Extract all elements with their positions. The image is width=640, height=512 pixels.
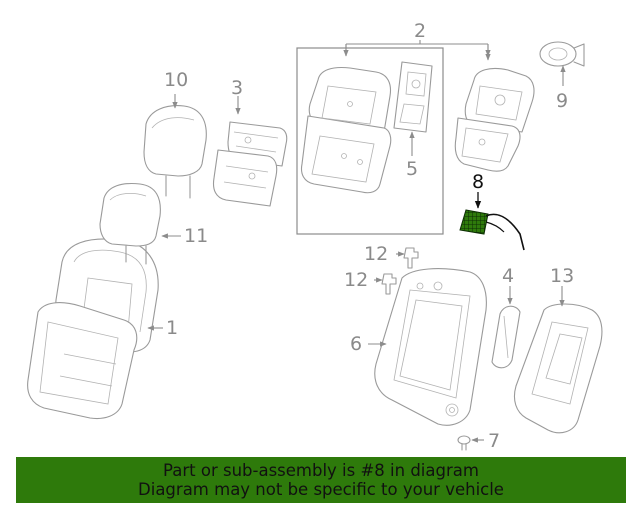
callout-13: 13 [550, 265, 574, 287]
callout-5: 5 [406, 158, 418, 180]
part-info-banner: Part or sub-assembly is #8 in diagram Di… [16, 457, 626, 503]
callout-12-upper: 12 [364, 243, 388, 265]
seat-assembly-part [27, 238, 159, 420]
banner-line-disclaimer: Diagram may not be specific to your vehi… [138, 480, 504, 499]
parts-diagram: 2 10 3 9 5 8 11 12 12 4 13 1 6 7 [27, 20, 603, 452]
callout-2: 2 [414, 20, 426, 42]
callout-9: 9 [556, 90, 568, 112]
callout-12-lower: 12 [344, 269, 368, 291]
seat-back-shell-part [513, 303, 603, 434]
callout-1: 1 [166, 317, 178, 339]
callout-11: 11 [184, 225, 208, 247]
seat-frame-part [374, 268, 487, 426]
assembly-group-frame [296, 47, 444, 235]
seat-heater-pad-part [393, 61, 433, 133]
push-pin-part [457, 435, 471, 451]
side-bolster-part [491, 305, 521, 369]
callout-7: 7 [488, 430, 500, 452]
retainer-clip-part [539, 41, 585, 67]
callout-6: 6 [350, 333, 362, 355]
callout-8: 8 [472, 171, 484, 193]
callout-4: 4 [502, 265, 514, 287]
clip-lower-part [381, 273, 397, 295]
callout-10: 10 [164, 69, 188, 91]
banner-line-part: Part or sub-assembly is #8 in diagram [163, 461, 479, 480]
clip-upper-part [403, 247, 419, 269]
seat-pad-part [212, 121, 288, 207]
headrest-lower-part [99, 182, 161, 265]
leader-lines [147, 40, 566, 443]
seat-cover-part [300, 66, 392, 194]
seat-heater-element-part [459, 209, 525, 251]
callout-3: 3 [231, 77, 243, 99]
seat-back-panel-part [454, 67, 535, 172]
headrest-upper-part [143, 105, 207, 199]
